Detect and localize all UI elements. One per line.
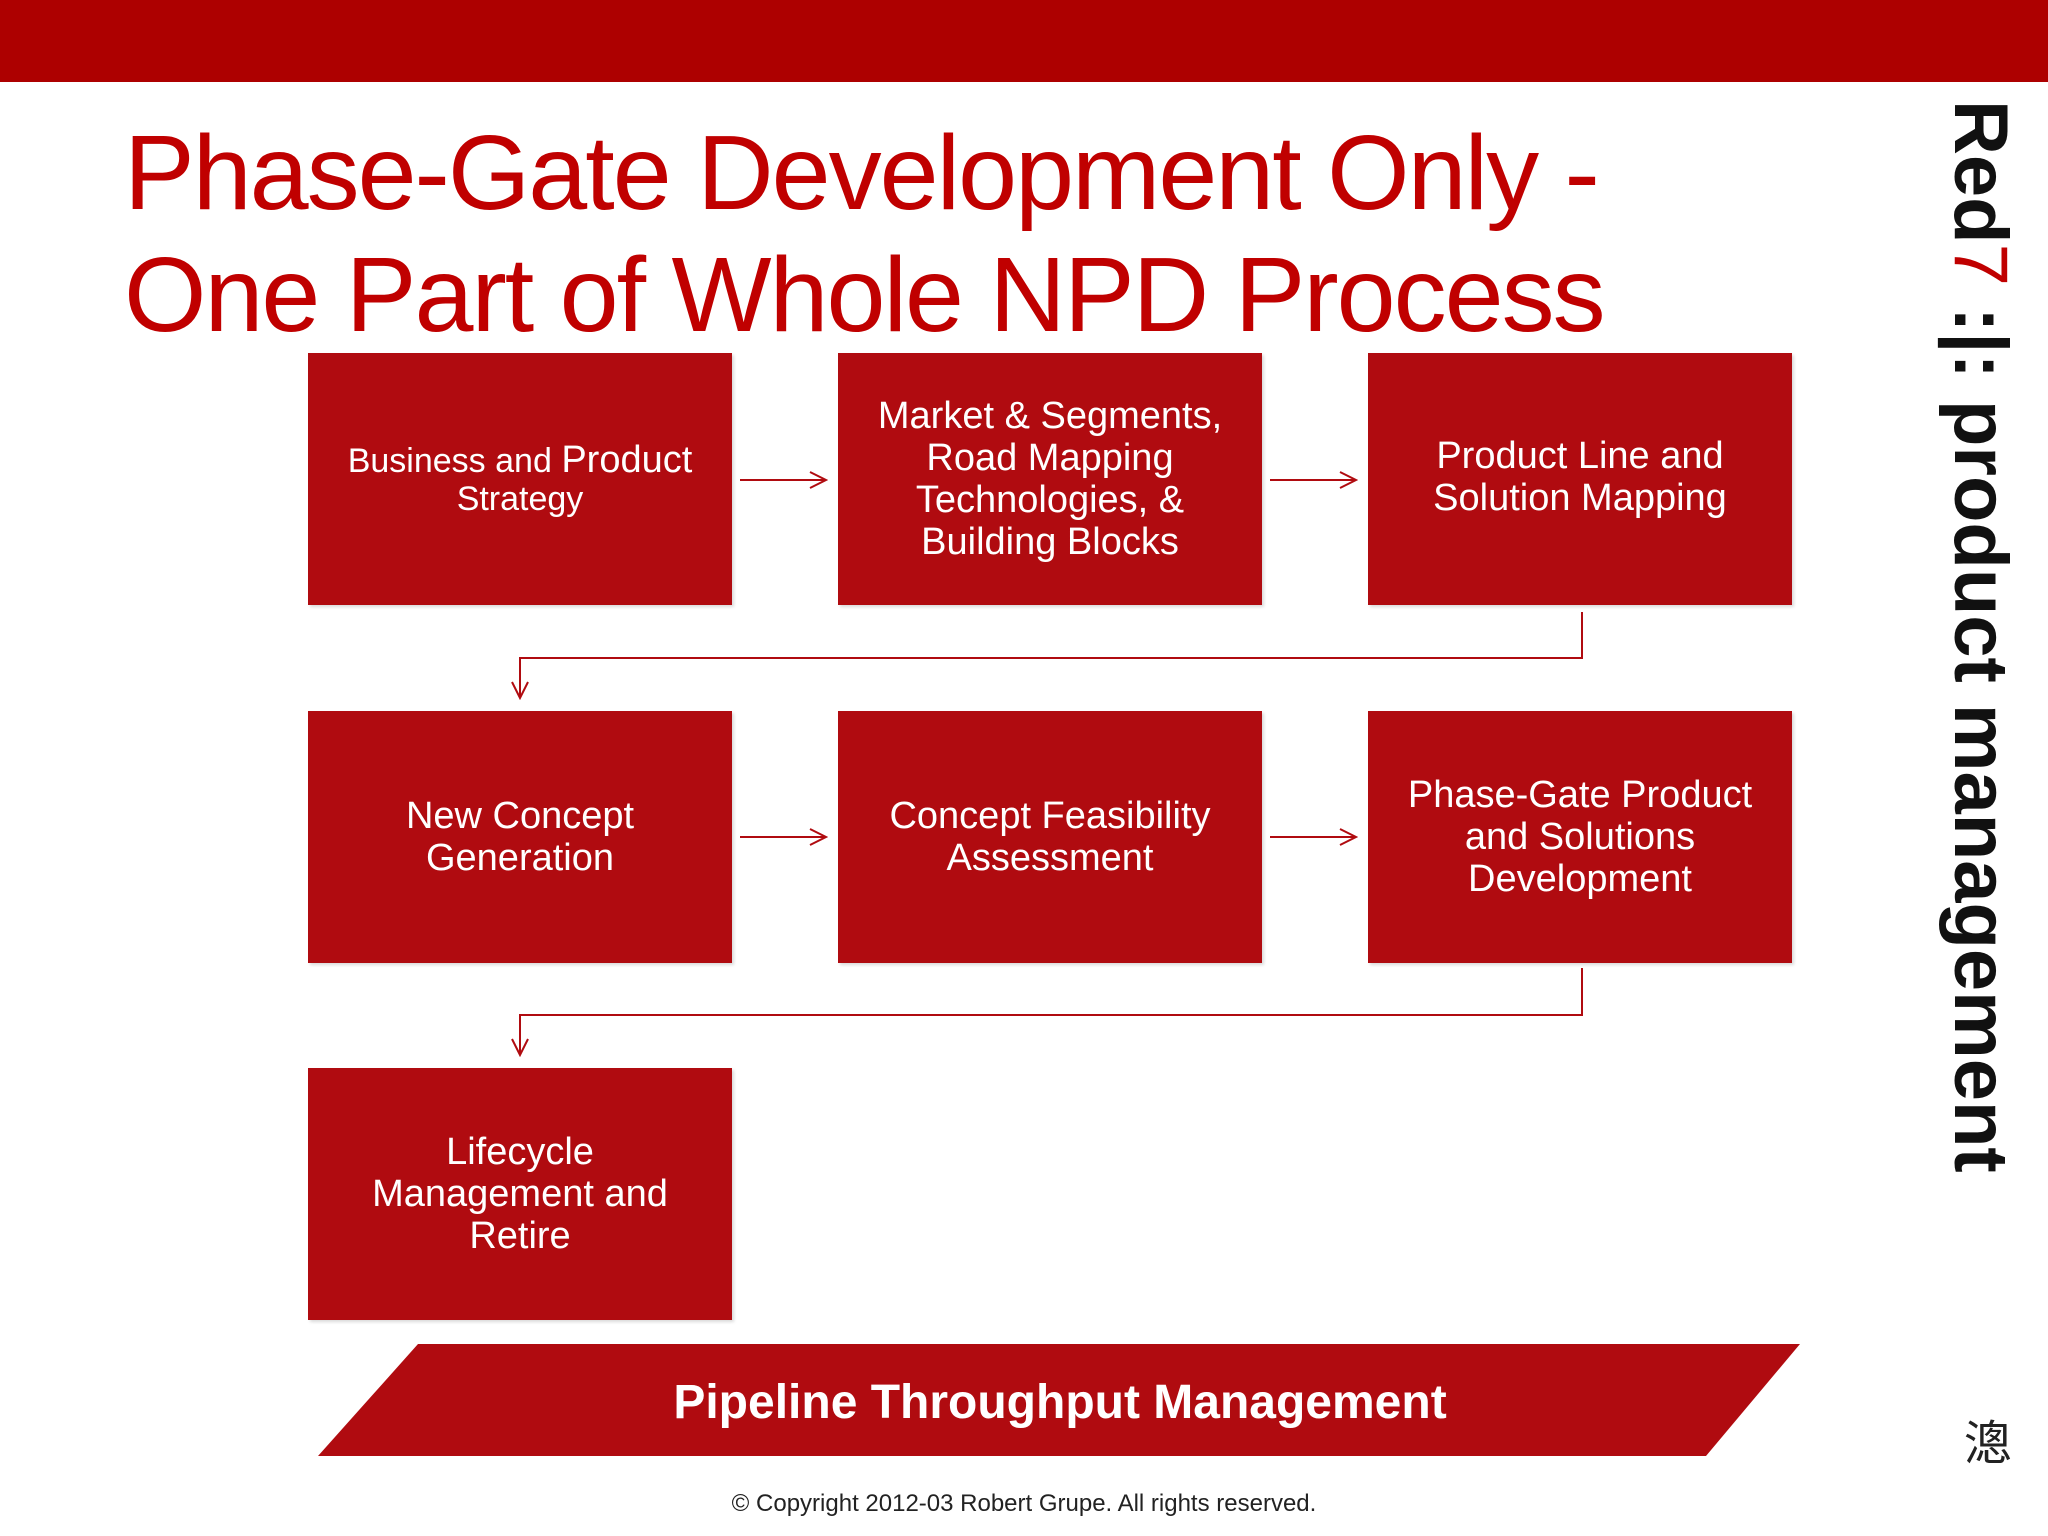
arrow-step3-to-step4	[520, 612, 1583, 698]
step7-label: Lifecycle Management and Retire	[372, 1131, 668, 1257]
brand-text: Red7 :|: product management	[1935, 100, 2025, 1173]
slide-title-line-2: One Part of Whole NPD Process	[124, 236, 1606, 354]
step-new-concept-generation: New Concept Generation	[308, 711, 732, 963]
pipeline-banner	[318, 1344, 1800, 1456]
step6-label: Phase-Gate Product and Solutions Develop…	[1407, 774, 1753, 900]
step1-label-part2: Product	[561, 438, 693, 481]
pipeline-label: Pipeline Throughput Management	[673, 1376, 1447, 1429]
brand-seven: 7	[1938, 243, 2023, 286]
brand-prefix: Red	[1938, 100, 2023, 244]
step1-label-part3: Strategy	[456, 479, 584, 518]
step5-label: Concept Feasibility Assessment	[889, 795, 1211, 879]
step-business-product-strategy: Business and Product Strategy	[308, 353, 732, 605]
brand-suffix: :|: product management	[1938, 285, 2023, 1173]
step2-label: Market & Segments, Road Mapping Technolo…	[877, 395, 1223, 563]
slide-title-line-1: Phase-Gate Development Only -	[124, 114, 1600, 232]
seal-logo: 漗	[1960, 1410, 2016, 1480]
arrow-step6-to-step7	[520, 968, 1583, 1055]
step-product-line-solution-mapping: Product Line and Solution Mapping	[1368, 353, 1792, 605]
step-phase-gate-development: Phase-Gate Product and Solutions Develop…	[1368, 711, 1792, 963]
step4-label: New Concept Generation	[405, 795, 635, 879]
brand-vertical: Red7 :|: product management	[1938, 100, 2023, 1280]
step-lifecycle-management-retire: Lifecycle Management and Retire	[308, 1068, 732, 1320]
step-market-segments-roadmapping: Market & Segments, Road Mapping Technolo…	[838, 353, 1262, 605]
step1-label-part1: Business and	[347, 441, 562, 480]
seal-glyph: 漗	[1964, 1416, 2012, 1472]
slide-title: Phase-Gate Development Only - One Part o…	[124, 112, 1624, 356]
top-bar	[0, 0, 2048, 82]
step-concept-feasibility-assessment: Concept Feasibility Assessment	[838, 711, 1262, 963]
step3-label: Product Line and Solution Mapping	[1433, 435, 1727, 519]
copyright-footer: © Copyright 2012-03 Robert Grupe. All ri…	[731, 1490, 1317, 1517]
